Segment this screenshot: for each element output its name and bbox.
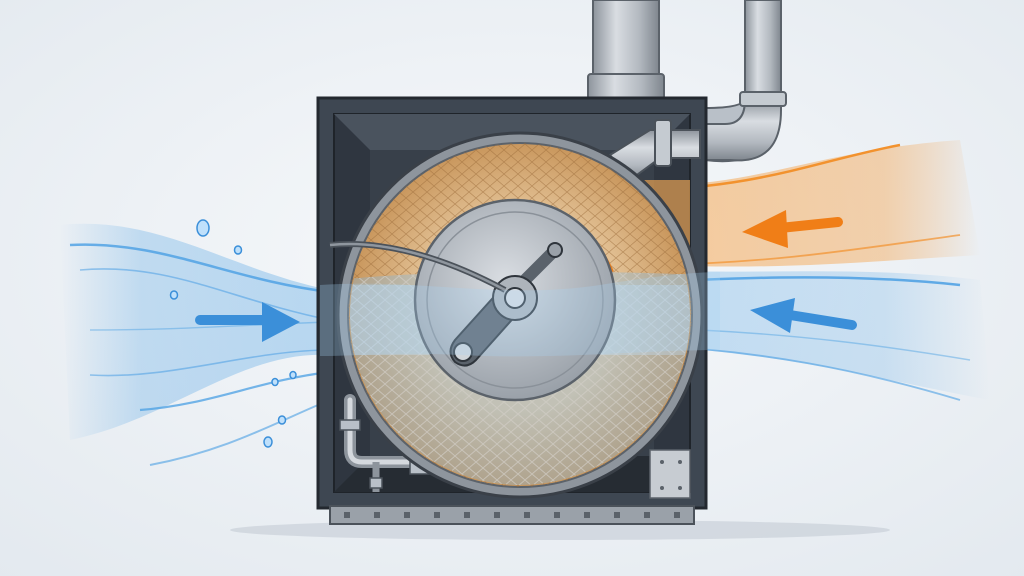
droplet-icon bbox=[169, 290, 179, 300]
droplet-icon bbox=[196, 219, 210, 237]
water-droplets bbox=[169, 219, 297, 448]
exhaust-pipes bbox=[587, 0, 787, 163]
droplet-icon bbox=[289, 370, 297, 380]
airflow-crossing-band bbox=[320, 272, 720, 357]
desiccant-wheel bbox=[329, 131, 704, 499]
droplet-icon bbox=[271, 377, 279, 387]
left-arrow-icon-blue bbox=[750, 298, 857, 333]
left-arrow-icon-orange bbox=[742, 210, 843, 248]
droplet-icon bbox=[277, 415, 287, 425]
droplet-icon bbox=[263, 436, 273, 448]
drain-pipe bbox=[339, 394, 436, 492]
droplet-icon bbox=[233, 245, 243, 255]
moist-air-inflow bbox=[60, 223, 331, 466]
right-arrow-icon bbox=[195, 302, 300, 342]
supply-pipe bbox=[608, 119, 701, 182]
